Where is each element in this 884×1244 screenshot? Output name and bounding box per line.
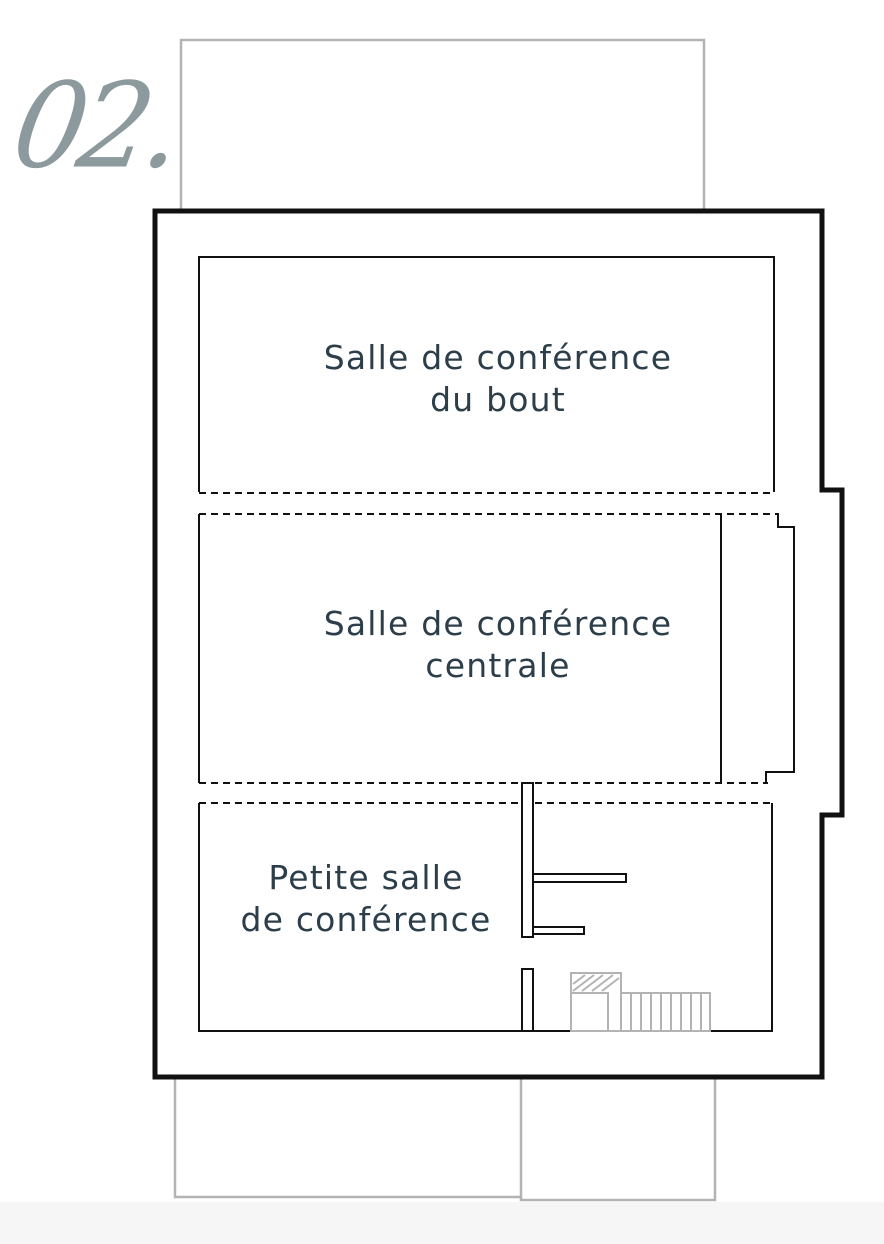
- room-label-central: Salle de conférence centrale: [268, 603, 728, 687]
- interior-partitions: [521, 782, 627, 1032]
- floor-number: 02.: [3, 58, 188, 196]
- side-alcove-outline: [765, 513, 795, 783]
- room-label-end: Salle de conférence du bout: [268, 337, 728, 421]
- partition-arm-upper: [532, 873, 627, 883]
- room-small-outline: [198, 802, 773, 1032]
- room-label-small: Petite salle de conférence: [206, 857, 526, 941]
- partition-vertical-upper: [521, 782, 534, 938]
- partition-arm-lower: [532, 926, 585, 935]
- room-label-central-line-1: Salle de conférence: [323, 604, 673, 643]
- exterior-wall: [152, 208, 845, 1080]
- room-label-central-line-2: centrale: [425, 646, 571, 685]
- annex-outlines: [173, 38, 717, 1202]
- lower-annex-left-outline: [173, 1077, 523, 1199]
- room-label-small-line-2: de conférence: [240, 900, 492, 939]
- staircase-icon: [570, 972, 711, 1032]
- bottom-band: [0, 1202, 884, 1244]
- lower-annex-right-outline: [519, 1077, 717, 1202]
- room-label-small-line-1: Petite salle: [268, 858, 464, 897]
- partition-vertical-lower: [521, 968, 534, 1032]
- room-central-outline: [198, 513, 775, 784]
- room-label-end-line-2: du bout: [430, 380, 566, 419]
- upper-annex-outline: [179, 38, 706, 212]
- room-end-outline: [198, 256, 775, 494]
- room-label-end-line-1: Salle de conférence: [323, 338, 673, 377]
